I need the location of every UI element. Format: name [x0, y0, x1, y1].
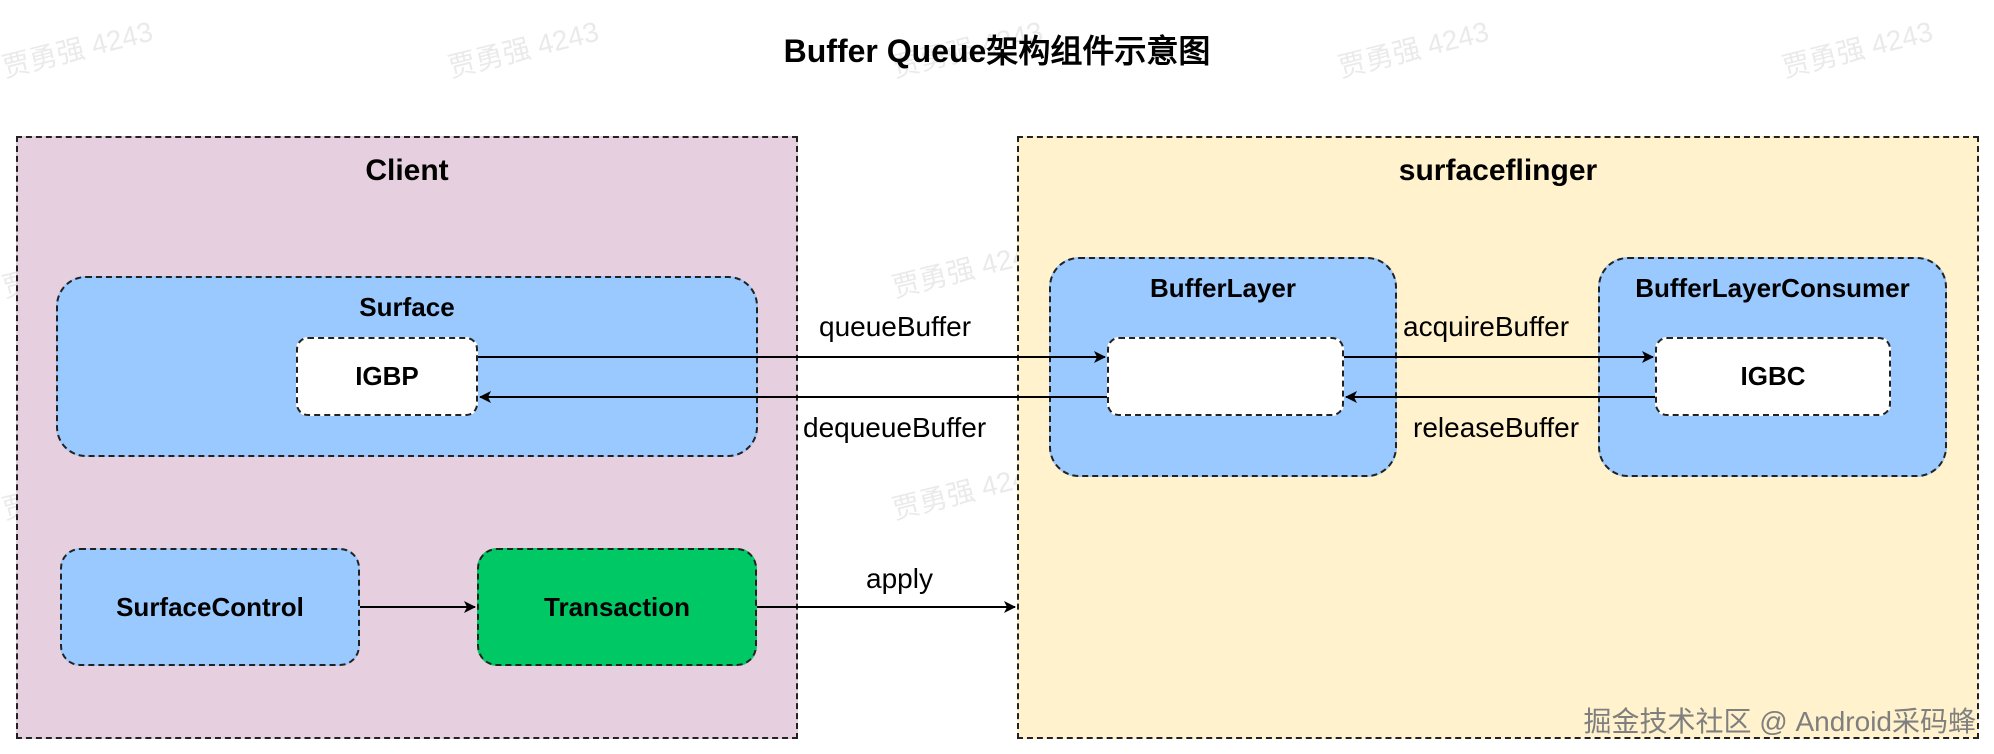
acquire-buffer-label: acquireBuffer [1403, 311, 1570, 342]
igbp-box: IGBP [296, 337, 478, 416]
transaction-box: Transaction [477, 548, 757, 666]
apply-label: apply [866, 563, 933, 594]
client-region-title: Client [365, 154, 449, 187]
footer-watermark: 掘金技术社区 @ Android采码蜂 [1583, 706, 1977, 737]
surface-control-box: SurfaceControl [60, 548, 360, 666]
surface-title: Surface [359, 292, 455, 322]
buffer-layer-title: BufferLayer [1150, 273, 1296, 303]
diagram-title: Buffer Queue架构组件示意图 [783, 33, 1211, 69]
igbc-box: IGBC [1655, 337, 1891, 416]
surface-box: Surface [56, 276, 758, 457]
surfaceflinger-region-title: surfaceflinger [1398, 154, 1598, 187]
dequeue-buffer-label: dequeueBuffer [803, 412, 987, 443]
queue-buffer-label: queueBuffer [819, 311, 972, 342]
buffer-queue-box [1107, 337, 1344, 416]
buffer-layer-consumer-title: BufferLayerConsumer [1635, 273, 1910, 303]
release-buffer-label: releaseBuffer [1413, 412, 1580, 443]
